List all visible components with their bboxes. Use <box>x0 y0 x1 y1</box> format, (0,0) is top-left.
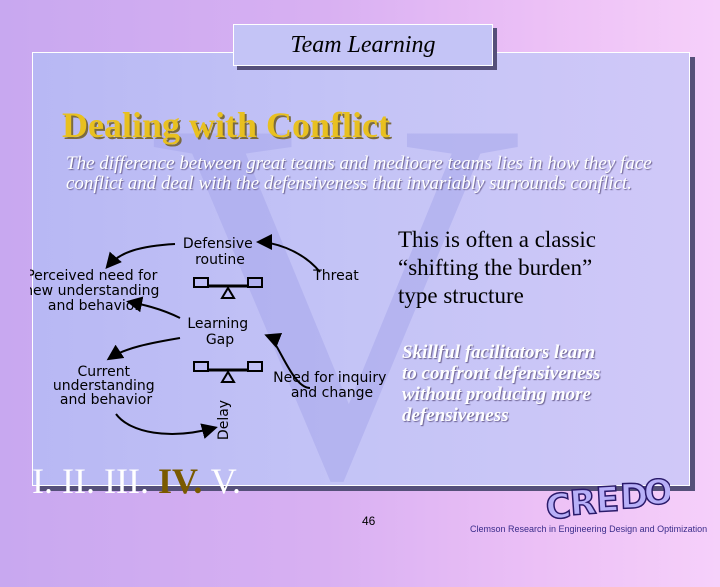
conflict-loop-diagram: Defensive routine Perceived need for new… <box>30 234 391 440</box>
section-navigation: I. II. III. IV. V. <box>32 460 241 502</box>
section-1-link[interactable]: I. <box>32 461 53 501</box>
skillful-line-4: defensiveness <box>402 405 509 426</box>
label-defensive-routine: Defensive routine <box>183 236 257 268</box>
footer-credit: Clemson Research in Engineering Design a… <box>470 524 708 534</box>
logo-letter-c: C <box>544 486 573 522</box>
logo-letter-r: R <box>569 482 598 522</box>
skillful-line-1: Skillful facilitators learn <box>402 342 596 363</box>
section-4-current[interactable]: IV. <box>157 461 203 501</box>
label-delay: Delay <box>216 400 232 440</box>
section-5-link[interactable]: V. <box>210 461 242 501</box>
balance-icon-lower <box>193 361 263 383</box>
classic-structure-note: This is often a classic “shifting the bu… <box>398 226 648 310</box>
arrow-threat-to-defensive <box>256 234 321 273</box>
arrow-defensive-to-perceived <box>105 243 176 270</box>
logo-letter-d: D <box>619 478 649 517</box>
logo-letter-e: E <box>595 480 620 521</box>
skillful-line-3: without producing more <box>402 384 591 405</box>
facilitator-note: Skillful facilitators learn to confront … <box>402 342 642 426</box>
arrow-learning-to-perceived <box>126 296 181 319</box>
credo-logo: C R E D O <box>543 478 670 522</box>
label-learning-gap: Learning Gap <box>187 316 252 348</box>
section-2-link[interactable]: II. <box>62 461 95 501</box>
balance-icon-upper <box>193 277 263 299</box>
watermark-letter: V <box>148 12 524 587</box>
slide-title: Team Learning <box>233 24 493 66</box>
content-panel <box>32 52 690 486</box>
classic-line-2: “shifting the burden” <box>398 255 593 280</box>
page-number: 46 <box>362 514 376 528</box>
section-3-link[interactable]: III. <box>103 461 149 501</box>
arrow-need-to-learning <box>264 333 311 389</box>
label-perceived-need: Perceived need for new understanding and… <box>30 268 164 314</box>
arrow-current-to-need <box>115 413 218 439</box>
intro-text: The difference between great teams and m… <box>66 153 652 194</box>
label-threat: Threat <box>312 268 359 284</box>
classic-line-1: This is often a classic <box>398 227 597 252</box>
classic-line-3: type structure <box>398 283 524 308</box>
skillful-line-2: to confront defensiveness <box>402 363 601 384</box>
label-current-understanding: Current understanding and behavior <box>53 364 159 408</box>
arrow-learning-to-current <box>106 337 181 361</box>
label-need-for-inquiry: Need for inquiry and change <box>273 370 391 401</box>
logo-letter-o: O <box>643 478 670 513</box>
slide-heading: Dealing with Conflict <box>62 105 390 145</box>
